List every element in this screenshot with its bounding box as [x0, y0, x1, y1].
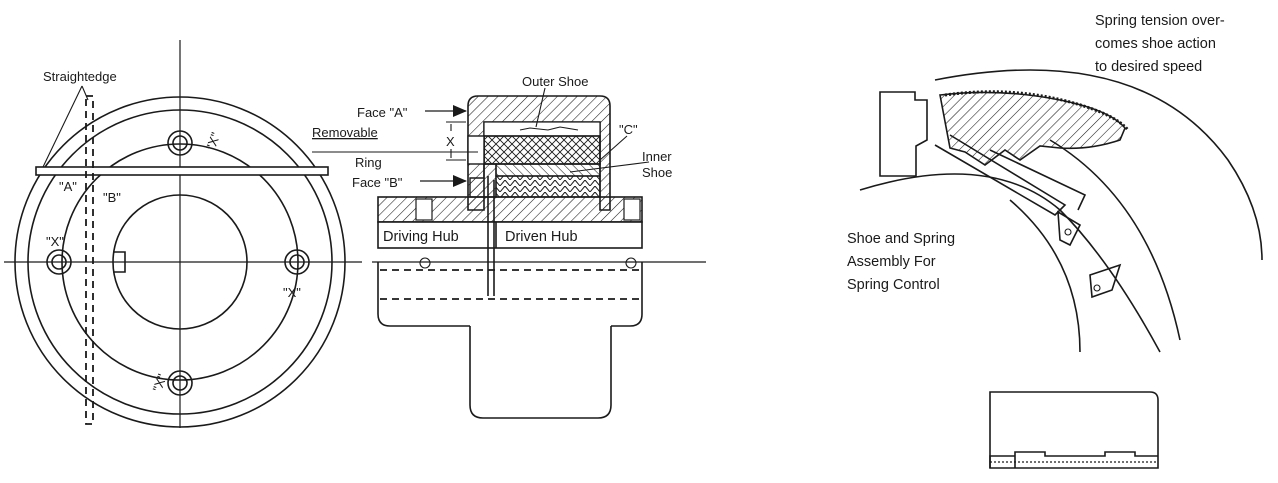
face-a-label: Face "A" [357, 105, 408, 120]
caption-line-1: Shoe and Spring [847, 231, 955, 247]
spring-pack [495, 175, 601, 198]
drum-outer-arc [934, 69, 1263, 261]
hub-lower-left [377, 262, 470, 327]
outer-shoe-label: Outer Shoe [522, 74, 589, 89]
ring-label: Ring [355, 155, 382, 170]
hub-arc [1009, 199, 1081, 353]
x-gap-label: X [446, 134, 455, 149]
label-a: "A" [59, 179, 77, 194]
removable-label: Removable [312, 125, 378, 140]
inner-label: Inner [642, 149, 672, 164]
setscrew-right [625, 257, 637, 269]
driving-hub-stem [469, 163, 497, 198]
straightedge-bar [35, 166, 329, 176]
removable-ring [483, 135, 601, 165]
note-line-3: to desired speed [1095, 59, 1202, 75]
flange-setscrew-left [415, 198, 433, 221]
spring-arm-2 [989, 149, 1087, 211]
setscrew-left [419, 257, 431, 269]
outer-ring [14, 96, 346, 428]
hub-ring [61, 143, 299, 381]
driven-hub-label: Driven Hub [505, 229, 578, 245]
flange-setscrew-right [623, 198, 641, 221]
bolt-hole-left [46, 249, 72, 275]
shoe-lining [944, 90, 1130, 131]
spring-clip-upper [1057, 210, 1082, 247]
label-x-bottom: "X" [150, 372, 170, 394]
shoe-profile [989, 391, 1159, 469]
spring-shoe [939, 91, 1126, 166]
shoe-profile-steps [989, 451, 1158, 468]
inner-shoe-leader [569, 161, 650, 173]
caption-line-3: Spring Control [847, 277, 940, 293]
straightedge-leader-2 [81, 85, 89, 101]
straightedge-leader-1 [42, 85, 83, 168]
note-line-1: Spring tension over- [1095, 13, 1225, 29]
straightedge-label: Straightedge [43, 69, 117, 84]
drum-mid-arc [1049, 139, 1181, 341]
face-view: Straightedge "A" "B" "X" "X" "X" "X" [4, 40, 362, 428]
face-b-label: Face "B" [352, 175, 403, 190]
c-leader [599, 135, 628, 161]
caption-line-2: Assembly For [847, 254, 936, 270]
spring-view: Spring tension over- comes shoe action t… [847, 13, 1263, 469]
spring-arm-1 [934, 134, 1067, 217]
shoe-label: Shoe [642, 165, 672, 180]
bore-ring [112, 194, 248, 330]
drum-lug [879, 91, 928, 177]
driving-hub-label: Driving Hub [383, 229, 459, 245]
bolt-hole-right [284, 249, 310, 275]
spring-clip-lower [1089, 263, 1122, 299]
label-b: "B" [103, 190, 121, 205]
bolt-hole-bottom [167, 370, 193, 396]
label-x-left: "X" [46, 234, 64, 249]
label-x-right: "X" [283, 285, 301, 300]
note-line-2: comes shoe action [1095, 36, 1216, 52]
keyway [113, 251, 126, 273]
outer-ring-inner-edge [27, 109, 333, 415]
hub-lower-right [611, 262, 643, 327]
straightedge-dashed [85, 95, 94, 425]
section-view: Outer Shoe Face "A" Removable Ring X "C"… [312, 74, 706, 419]
bolt-hole-top [167, 130, 193, 156]
ring-end-left [467, 135, 485, 165]
driven-hub-lower-body [469, 326, 612, 419]
label-x-top: "X" [203, 130, 223, 152]
label-c: "C" [619, 122, 638, 137]
hub-label-band [377, 221, 643, 249]
outer-shoe-leader [535, 87, 546, 128]
